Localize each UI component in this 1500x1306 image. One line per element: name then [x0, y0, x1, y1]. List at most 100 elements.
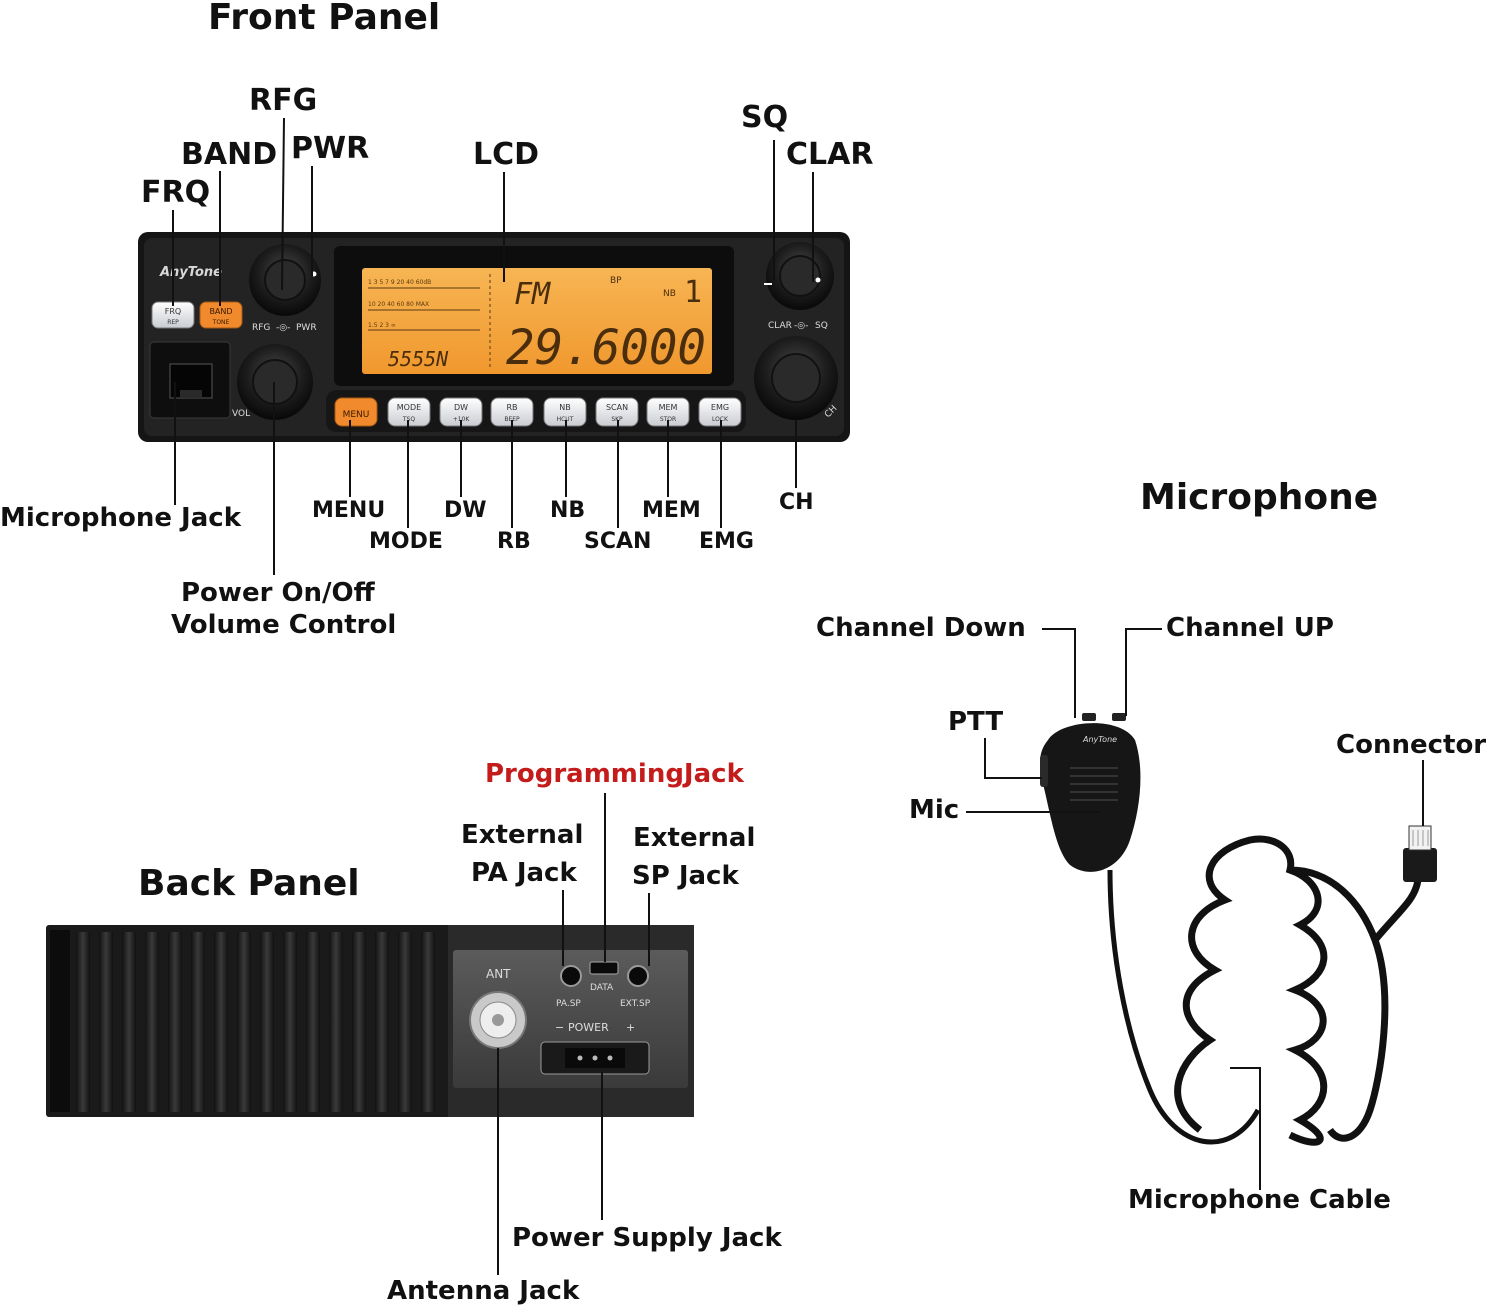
- caption-vol: VOL: [232, 409, 250, 419]
- scan-button[interactable]: SCAN SKP: [595, 397, 639, 427]
- lcd-nb: NB: [663, 289, 676, 299]
- nb-button-sub: HCUT: [557, 416, 574, 423]
- label-external-sp-1: External: [633, 823, 756, 853]
- pa-jack[interactable]: [560, 965, 582, 987]
- label-lcd: LCD: [473, 137, 540, 172]
- label-ch: CH: [779, 490, 814, 515]
- caption-rfg: RFG: [252, 323, 270, 333]
- caption-pwr: PWR: [296, 323, 317, 333]
- emg-button-label: EMG: [711, 403, 729, 412]
- mem-button-label: MEM: [659, 403, 678, 412]
- lcd-channel-digit: 1: [684, 275, 702, 310]
- lcd-swr-scale: 1.5 2 3 ∞: [368, 322, 396, 329]
- svg-text:-◎-: -◎-: [276, 323, 290, 333]
- label-external-sp-2: SP Jack: [632, 861, 739, 891]
- label-dw: DW: [444, 498, 487, 523]
- label-volume-control: Volume Control: [171, 610, 397, 640]
- back-panel-title: Back Panel: [138, 863, 360, 904]
- label-scan: SCAN: [584, 529, 652, 554]
- label-programming-jack: ProgrammingJack: [485, 759, 744, 789]
- data-jack[interactable]: [589, 961, 619, 975]
- caption-sq: SQ: [815, 321, 828, 331]
- lcd-ctcss: 5555N: [388, 347, 449, 371]
- ext-sp-jack[interactable]: [627, 965, 649, 987]
- label-nb: NB: [550, 498, 586, 523]
- mem-button-sub: STOR: [660, 416, 676, 423]
- rear-extsp-text: EXT.SP: [620, 999, 651, 1009]
- heat-sink-fin: [375, 932, 389, 1112]
- label-frq: FRQ: [141, 175, 211, 210]
- label-mem: MEM: [642, 498, 701, 523]
- microphone-device: AnyTone: [1040, 713, 1437, 1146]
- label-rb: RB: [497, 529, 531, 554]
- mic-handset: [1040, 723, 1141, 872]
- scan-button-label: SCAN: [606, 403, 628, 412]
- heat-sink-fin: [76, 932, 90, 1112]
- heat-sink-fin: [99, 932, 113, 1112]
- rear-data-text: DATA: [590, 983, 614, 993]
- front-panel-radio: AnyTone 1 3 5 7 9 20 40 60dB 10 20 40 60…: [138, 232, 850, 442]
- front-panel-title: Front Panel: [208, 0, 441, 38]
- rb-button-label: RB: [506, 403, 517, 412]
- label-channel-up: Channel UP: [1166, 613, 1334, 643]
- label-menu: MENU: [312, 498, 386, 523]
- heat-sink-fin: [237, 932, 251, 1112]
- label-band: BAND: [181, 137, 278, 172]
- emg-button[interactable]: EMG LOCK: [698, 397, 742, 427]
- microphone-title: Microphone: [1140, 477, 1379, 518]
- svg-text:−: −: [555, 1021, 564, 1034]
- label-external-pa-1: External: [461, 820, 584, 850]
- band-button-sub: TONE: [212, 319, 230, 326]
- heat-sink-fin: [306, 932, 320, 1112]
- label-rfg: RFG: [249, 83, 318, 118]
- frq-button-sub: REP: [167, 319, 179, 326]
- rear-power-text: POWER: [568, 1021, 609, 1034]
- label-channel-down: Channel Down: [816, 613, 1026, 643]
- label-microphone-jack: Microphone Jack: [0, 503, 241, 533]
- heat-sink-fin: [191, 932, 205, 1112]
- emg-button-sub: LOCK: [712, 416, 729, 423]
- heat-sink-fin: [260, 932, 274, 1112]
- coiled-cable: [1174, 835, 1422, 1146]
- heat-sink-fin: [421, 932, 435, 1112]
- svg-text:-◎-: -◎-: [794, 321, 808, 331]
- dw-button[interactable]: DW+10K: [439, 397, 483, 427]
- menu-button-label: MENU: [343, 410, 370, 420]
- label-mode: MODE: [369, 529, 443, 554]
- label-microphone-cable: Microphone Cable: [1128, 1185, 1391, 1215]
- svg-text:+: +: [626, 1021, 635, 1034]
- lcd-bp: BP: [610, 276, 622, 286]
- heat-sink-fin: [283, 932, 297, 1112]
- rear-pasp-text: PA.SP: [556, 999, 581, 1009]
- mem-button[interactable]: MEM STOR: [646, 397, 690, 427]
- label-emg: EMG: [699, 529, 754, 554]
- lcd-pwr-scale: 10 20 40 60 80 MAX: [368, 301, 429, 308]
- caption-clar: CLAR: [768, 321, 792, 331]
- back-leader-lines: [497, 793, 650, 1275]
- scan-button-sub: SKP: [611, 416, 623, 423]
- heat-sink-fin: [168, 932, 182, 1112]
- lcd-mode: FM: [514, 277, 551, 312]
- heat-sink-fin: [329, 932, 343, 1112]
- back-panel-radio: ANT DATA PA.SP EXT.SP POWER − +: [46, 925, 694, 1117]
- label-clar: CLAR: [786, 137, 874, 172]
- heat-sink-fin: [122, 932, 136, 1112]
- frq-button-label: FRQ: [165, 307, 181, 316]
- lcd-sig-scale: 1 3 5 7 9 20 40 60dB: [368, 279, 431, 286]
- mic-brand: AnyTone: [1082, 735, 1117, 744]
- menu-button[interactable]: MENU: [334, 397, 378, 427]
- front-leader-lines: [172, 117, 814, 575]
- connector-plug: [1403, 848, 1437, 882]
- rb-button-sub: BEEP: [504, 416, 520, 423]
- mode-button-sub: TSQ: [402, 416, 415, 423]
- heat-sink-fin: [214, 932, 228, 1112]
- label-connector: Connector: [1336, 730, 1487, 760]
- label-external-pa-2: PA Jack: [471, 858, 577, 888]
- dw-button-sub: +10K: [453, 416, 471, 423]
- heat-sink-fin: [145, 932, 159, 1112]
- mic-leader-lines: [966, 628, 1424, 1190]
- radio-button-row: MENUMODETSQDW+10KRBBEEPNBHCUTSCANSKPMEMS…: [334, 397, 742, 427]
- label-power-supply-jack: Power Supply Jack: [512, 1223, 782, 1253]
- rear-ant-text: ANT: [486, 967, 511, 981]
